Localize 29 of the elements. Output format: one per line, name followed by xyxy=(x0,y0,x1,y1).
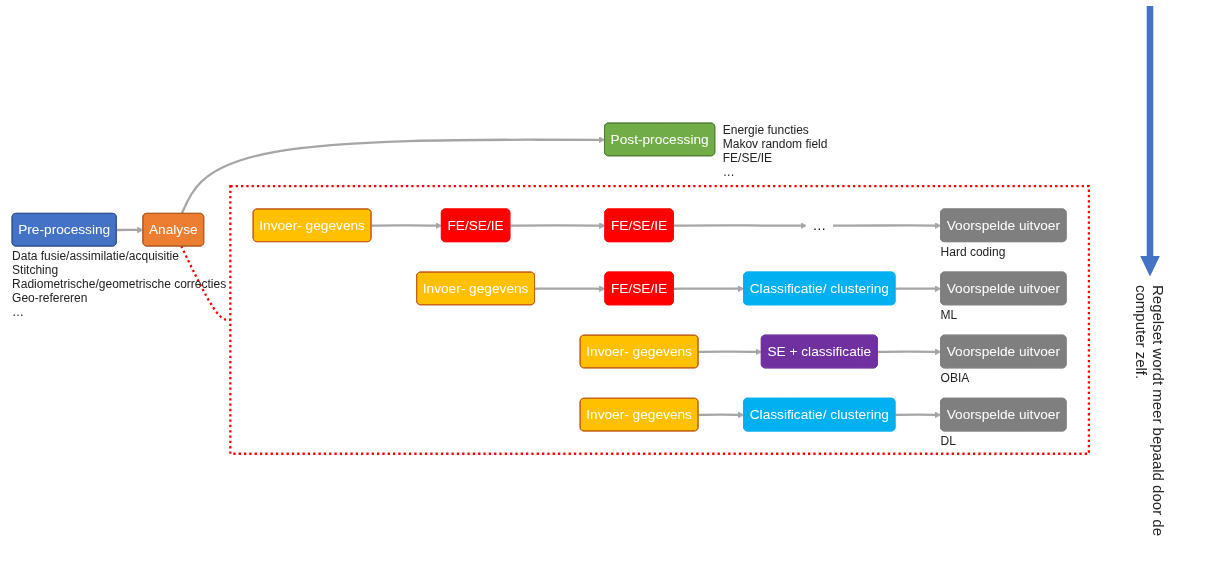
bullet-text: OBIA xyxy=(940,370,970,385)
bullet-text: Hard coding xyxy=(940,244,1006,259)
bullet-text: Data fusie/assimilatie/acquisitie xyxy=(12,249,180,264)
node-text: … xyxy=(812,217,827,233)
bullet-text: Radiometrische/geometrische correcties xyxy=(12,277,227,292)
bullet-text: Geo-refereren xyxy=(12,291,89,306)
bullet-text: FE/SE/IE xyxy=(722,151,774,166)
bullet-text: ML xyxy=(940,307,958,322)
arrow xyxy=(877,348,942,356)
arrow xyxy=(895,411,942,419)
arrow xyxy=(371,222,443,230)
arrow xyxy=(698,348,762,356)
arrow xyxy=(673,222,808,230)
bullet-text: Stitching xyxy=(12,263,60,278)
arrow xyxy=(116,226,144,234)
arrow xyxy=(673,285,745,293)
arrow xyxy=(510,222,606,230)
bullet-text: Energie functies xyxy=(722,123,810,138)
cluster xyxy=(229,185,1091,455)
bullet-text: DL xyxy=(940,434,956,448)
arrow xyxy=(832,222,942,229)
bullet-text: … xyxy=(722,165,736,180)
arrow xyxy=(534,285,606,293)
bullet-text: Makov random field xyxy=(722,137,828,152)
arrow xyxy=(698,411,745,419)
bullet-text: … xyxy=(12,305,26,320)
note-text: Regelset wordt meer bepaald door de computer zelf. xyxy=(1133,284,1167,538)
arrow xyxy=(180,136,606,215)
arrow xyxy=(895,285,942,293)
